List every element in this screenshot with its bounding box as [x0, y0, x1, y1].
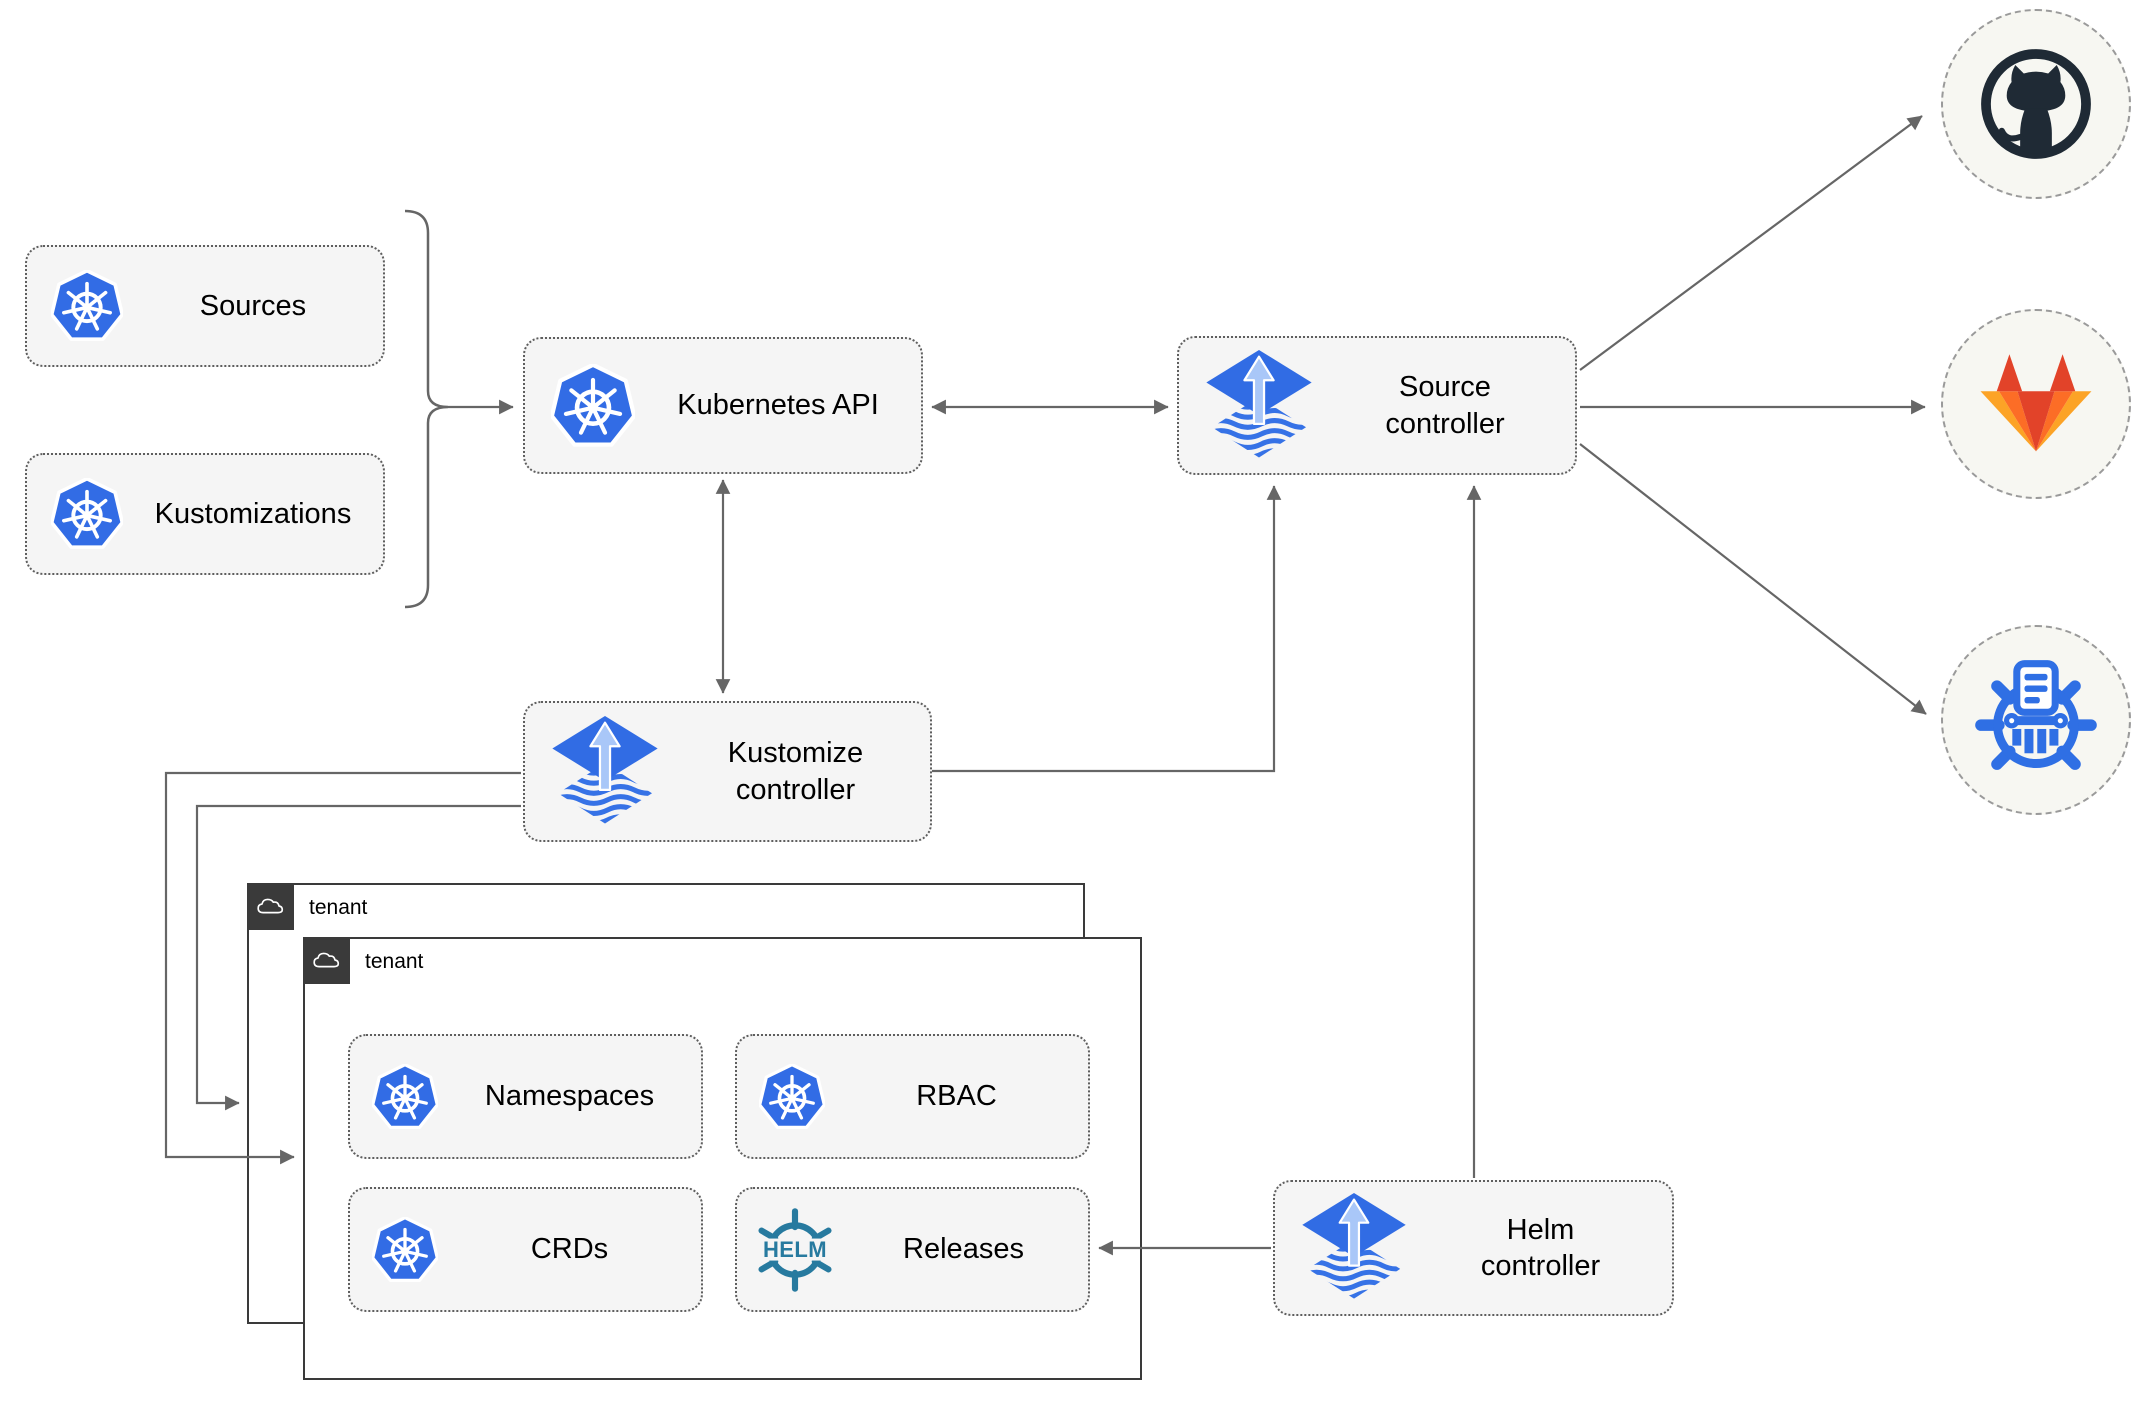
flux-icon — [1299, 1193, 1409, 1303]
node-label: Namespaces — [484, 1080, 655, 1113]
kubernetes-icon — [759, 1064, 825, 1130]
gitlab-icon — [1978, 352, 2094, 456]
node-rbac: RBAC — [735, 1034, 1090, 1159]
node-crds: CRDs — [348, 1187, 703, 1312]
node-label: Kubernetes API — [677, 389, 879, 422]
remote-gitlab — [1941, 309, 2131, 499]
node-kustomizations: Kustomizations — [25, 453, 385, 575]
node-helm-controller: Helm controller — [1273, 1180, 1674, 1316]
helm-icon-text: HELM — [763, 1237, 827, 1262]
cloud-icon — [309, 943, 343, 977]
node-label: Kustomize controller — [727, 737, 864, 806]
arrow-source-controller-to-github — [1579, 115, 1923, 371]
tenant-tab — [246, 882, 294, 930]
kubernetes-icon — [372, 1064, 438, 1130]
kubernetes-icon — [372, 1217, 438, 1283]
node-label: Releases — [903, 1233, 1024, 1266]
tenant-label: tenant — [365, 950, 424, 973]
node-label: RBAC — [916, 1080, 997, 1113]
node-label: Kustomizations — [154, 497, 352, 530]
kubernetes-icon — [51, 270, 123, 342]
cloud-icon — [253, 889, 287, 923]
node-kubernetes-api: Kubernetes API — [523, 337, 923, 474]
node-label: Helm controller — [1480, 1213, 1601, 1282]
node-label: Sources — [199, 289, 307, 322]
github-icon — [1975, 43, 2097, 165]
node-source-controller: Source controller — [1177, 336, 1577, 475]
tenant-tab — [302, 936, 350, 984]
node-sources: Sources — [25, 245, 385, 367]
node-releases: HELM Releases — [735, 1187, 1090, 1312]
node-kustomize-controller: Kustomize controller — [523, 701, 932, 842]
helm-wheel-icon: HELM — [752, 1207, 838, 1292]
flux-icon — [549, 716, 661, 828]
arrow-source-controller-to-helm-repository — [1579, 443, 1927, 715]
node-label: Source controller — [1385, 371, 1505, 440]
remote-helm-repository — [1941, 625, 2131, 815]
node-label: CRDs — [530, 1233, 609, 1266]
remote-github — [1941, 9, 2131, 199]
arrow-kustomize-to-source-controller — [932, 485, 1282, 773]
tenant-label: tenant — [309, 896, 368, 919]
brace-sources-group — [404, 209, 449, 609]
node-namespaces: Namespaces — [348, 1034, 703, 1159]
kubernetes-icon — [51, 478, 123, 550]
chartmuseum-icon — [1972, 656, 2100, 784]
tenant-container-front: tenant Namespaces RBAC CRDs — [302, 936, 1142, 1380]
kubernetes-icon — [551, 364, 635, 448]
flux-icon — [1203, 350, 1315, 462]
